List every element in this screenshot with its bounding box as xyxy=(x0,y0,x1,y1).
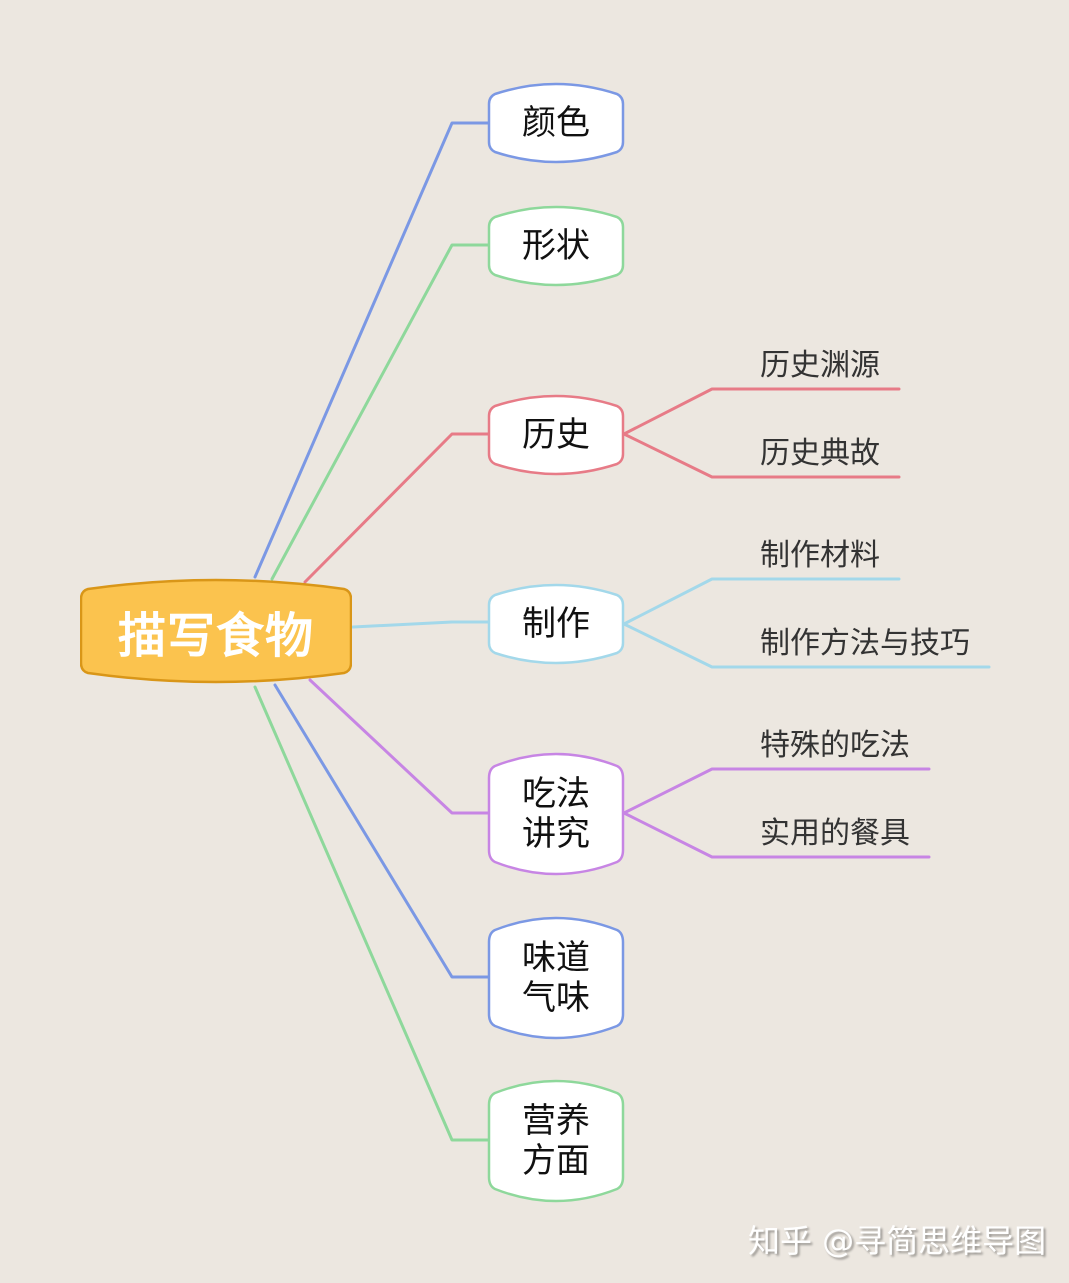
link-color xyxy=(253,121,490,579)
link-taste xyxy=(273,683,490,979)
link-eating xyxy=(308,678,490,815)
root-node-shape xyxy=(80,578,352,684)
node-shape xyxy=(487,916,625,1040)
node-shape xyxy=(487,1079,625,1203)
branch-node-taste[interactable]: 味道 气味 xyxy=(487,916,625,1040)
link-making-method xyxy=(622,622,991,669)
node-label: 吃法 讲究 xyxy=(522,774,590,854)
node-shape xyxy=(487,82,625,164)
link-making xyxy=(351,620,490,629)
branch-node-history[interactable]: 历史 xyxy=(487,394,625,476)
link-nutrition xyxy=(253,685,490,1142)
link-history-story xyxy=(622,432,901,479)
link-history xyxy=(303,432,490,584)
subtopic-history-story[interactable]: 历史典故 xyxy=(760,436,880,471)
branch-node-color[interactable]: 颜色 xyxy=(487,82,625,164)
node-label: 形状 xyxy=(522,226,590,266)
link-eating-special xyxy=(622,767,931,815)
link-eating-tableware xyxy=(622,811,931,859)
subtopic-eating-tableware[interactable]: 实用的餐具 xyxy=(760,816,910,851)
node-shape xyxy=(487,394,625,476)
root-label: 描写食物 xyxy=(117,608,314,664)
node-label: 历史 xyxy=(522,415,590,455)
node-shape xyxy=(487,752,625,876)
branch-node-nutrition[interactable]: 营养 方面 xyxy=(487,1079,625,1203)
node-label: 味道 气味 xyxy=(522,938,590,1018)
subtopic-history-origin[interactable]: 历史渊源 xyxy=(760,348,880,383)
link-history-origin xyxy=(622,387,901,436)
branch-node-eating[interactable]: 吃法 讲究 xyxy=(487,752,625,876)
root-node[interactable]: 描写食物 xyxy=(80,577,352,685)
subtopic-eating-special[interactable]: 特殊的吃法 xyxy=(760,728,910,763)
subtopic-making-method[interactable]: 制作方法与技巧 xyxy=(760,626,970,661)
link-making-material xyxy=(622,577,901,626)
subtopic-making-material[interactable]: 制作材料 xyxy=(760,538,880,573)
node-shape xyxy=(487,583,625,665)
branch-node-shape[interactable]: 形状 xyxy=(487,205,625,287)
node-label: 制作 xyxy=(522,604,590,644)
link-shape xyxy=(270,243,490,581)
node-shape xyxy=(487,205,625,287)
watermark: 知乎 @寻简思维导图 xyxy=(748,1222,1047,1260)
node-label: 营养 方面 xyxy=(522,1101,590,1181)
node-label: 颜色 xyxy=(522,103,590,143)
branch-node-making[interactable]: 制作 xyxy=(487,583,625,665)
